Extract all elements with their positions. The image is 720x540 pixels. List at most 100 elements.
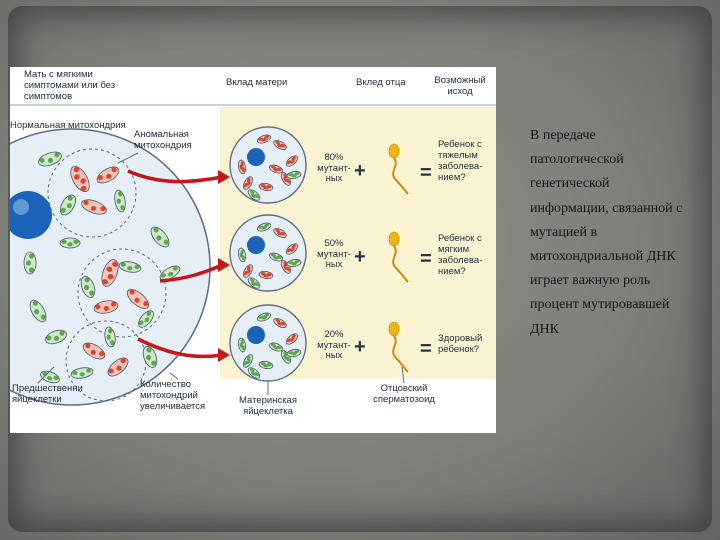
leader-abnormal-mito [117, 152, 139, 164]
precursor-mitochondrion [114, 189, 126, 213]
precursor-mitochondrion [126, 289, 150, 309]
precursor-mitochondrion [70, 165, 90, 193]
precursor-mitochondrion [93, 300, 119, 314]
precursor-mitochondrion [40, 370, 60, 384]
precursor-nucleus-highlight [13, 199, 29, 215]
precursor-mitochondrion [138, 310, 154, 328]
sperm-head-row3 [388, 321, 400, 337]
precursor-mitochondrion [80, 276, 96, 298]
mitochondrial-inheritance-diagram: Мать с мягкими симптомами или без симпто… [10, 67, 496, 433]
label-abnormal-mitochondrion: Аномальная митохондрия [134, 129, 192, 151]
egg-mitochondrion-row3 [286, 348, 302, 358]
egg-mitochondrion-row2 [268, 252, 284, 262]
leader-mito-count [169, 372, 179, 380]
egg-mitochondrion-row2 [280, 260, 292, 274]
row2-outcome: Ребенок с мягким заболева- нием? [438, 233, 483, 277]
sperm-head-row2 [388, 231, 400, 247]
egg-mitochondrion-row3 [285, 333, 299, 345]
arrowhead-row2 [218, 258, 230, 272]
egg-mitochondrion-row3 [242, 354, 254, 368]
arrowhead-row3 [218, 348, 230, 362]
egg-mitochondrion-row2 [242, 264, 254, 278]
egg-mitochondrion-row3 [268, 342, 284, 352]
row3-percent: 20% мутант- ных [317, 329, 351, 361]
egg-mitochondrion-row1 [258, 182, 274, 192]
egg-mitochondrion-row1 [280, 172, 292, 186]
egg-mitochondrion-row1 [268, 164, 284, 174]
egg-mitochondrion-row2 [286, 258, 302, 268]
egg-mitochondrion-row1 [247, 189, 261, 201]
leader-paternal-sperm [401, 366, 405, 384]
egg-mitochondrion-row1 [242, 176, 254, 190]
row3-equals: = [420, 338, 432, 360]
row1-plus: + [354, 160, 366, 182]
label-normal-mitochondrion: Нормальная митохондрия [10, 120, 126, 131]
egg-mitochondrion-row3 [237, 337, 247, 353]
precursor-mitochondrion [104, 326, 116, 348]
egg-mitochondrion-row2 [273, 227, 287, 239]
precursor-mitochondrion [23, 251, 37, 275]
egg-mitochondrion-row1 [256, 134, 272, 144]
label-maternal-egg: Материнская яйцеклетка [238, 395, 297, 417]
row2-plus: + [354, 246, 366, 268]
precursor-mitochondrion [118, 261, 142, 273]
egg-nucleus-row3 [247, 326, 265, 344]
sperm-tail-row2 [392, 245, 409, 283]
label-egg-precursors: Предшественни яйцеклетки [12, 383, 83, 405]
egg-mitochondrion-row3 [280, 350, 292, 364]
precursor-mitochondrion [81, 199, 107, 215]
header-mother-contribution: Вклад матери [226, 77, 288, 88]
label-paternal-sperm: Отцовский сперматозоид [373, 383, 435, 405]
precursor-mitochondrion [70, 367, 94, 379]
row1-equals: = [420, 162, 432, 184]
precursor-mitochondrion [150, 226, 170, 248]
label-mitochondria-count: Количество митохондрий увеличивается [140, 379, 206, 412]
egg-mitochondrion-row2 [247, 277, 261, 289]
row2-equals: = [420, 248, 432, 270]
precursor-mitochondrion [60, 194, 76, 216]
precursor-mitochondrion [159, 265, 181, 281]
row3-plus: + [354, 336, 366, 358]
header-father-contribution: Вклед отца [356, 77, 406, 88]
sperm-tail-row1 [392, 157, 409, 195]
egg-mitochondrion-row1 [273, 139, 287, 151]
precursor-mitochondrion [96, 166, 120, 184]
egg-nucleus-row1 [247, 148, 265, 166]
subcell-2 [77, 248, 167, 338]
arrow-row1 [127, 169, 223, 184]
egg-mitochondrion-row2 [285, 243, 299, 255]
precursor-mitochondrion [101, 259, 119, 287]
egg-mitochondrion-row3 [247, 367, 261, 379]
sperm-head-row1 [388, 143, 400, 159]
precursor-mitochondrion [107, 357, 129, 377]
egg-mitochondrion-row2 [256, 222, 272, 232]
egg-mitochondrion-row2 [258, 270, 274, 280]
row1-percent: 80% мутант- ных [317, 152, 351, 184]
egg-mitochondrion-row2 [237, 247, 247, 263]
slide-body-text: В передаче патологической генетической и… [530, 128, 683, 337]
precursor-mitochondrion [38, 151, 62, 167]
egg-nucleus-row2 [247, 236, 265, 254]
egg-mitochondrion-row3 [273, 317, 287, 329]
leader-precursors [37, 366, 55, 384]
arrow-row2 [159, 263, 223, 283]
precursor-mitochondrion [45, 329, 67, 345]
egg-mitochondrion-row1 [286, 170, 302, 180]
header-mother: Мать с мягкими симптомами или без симпто… [24, 69, 116, 102]
precursor-mitochondrion [29, 299, 47, 323]
row2-percent: 50% мутант- ных [317, 238, 351, 270]
egg-mitochondrion-row1 [285, 155, 299, 167]
precursor-mitochondrion [59, 237, 81, 249]
egg-mitochondrion-row3 [258, 360, 274, 370]
arrow-row3 [137, 337, 223, 359]
row1-outcome: Ребенок с тяжелым заболева- нием? [438, 139, 483, 183]
arrowhead-row1 [218, 170, 230, 184]
precursor-mitochondrion [82, 342, 106, 360]
row3-outcome: Здоровый ребенок? [438, 333, 483, 355]
egg-mitochondrion-row1 [237, 159, 247, 175]
diagram-graphics [10, 104, 496, 406]
egg-mitochondrion-row3 [256, 312, 272, 322]
header-outcome: Возможный исход [434, 75, 486, 97]
precursor-mitochondrion [142, 346, 158, 368]
sperm-tail-row3 [392, 335, 409, 373]
